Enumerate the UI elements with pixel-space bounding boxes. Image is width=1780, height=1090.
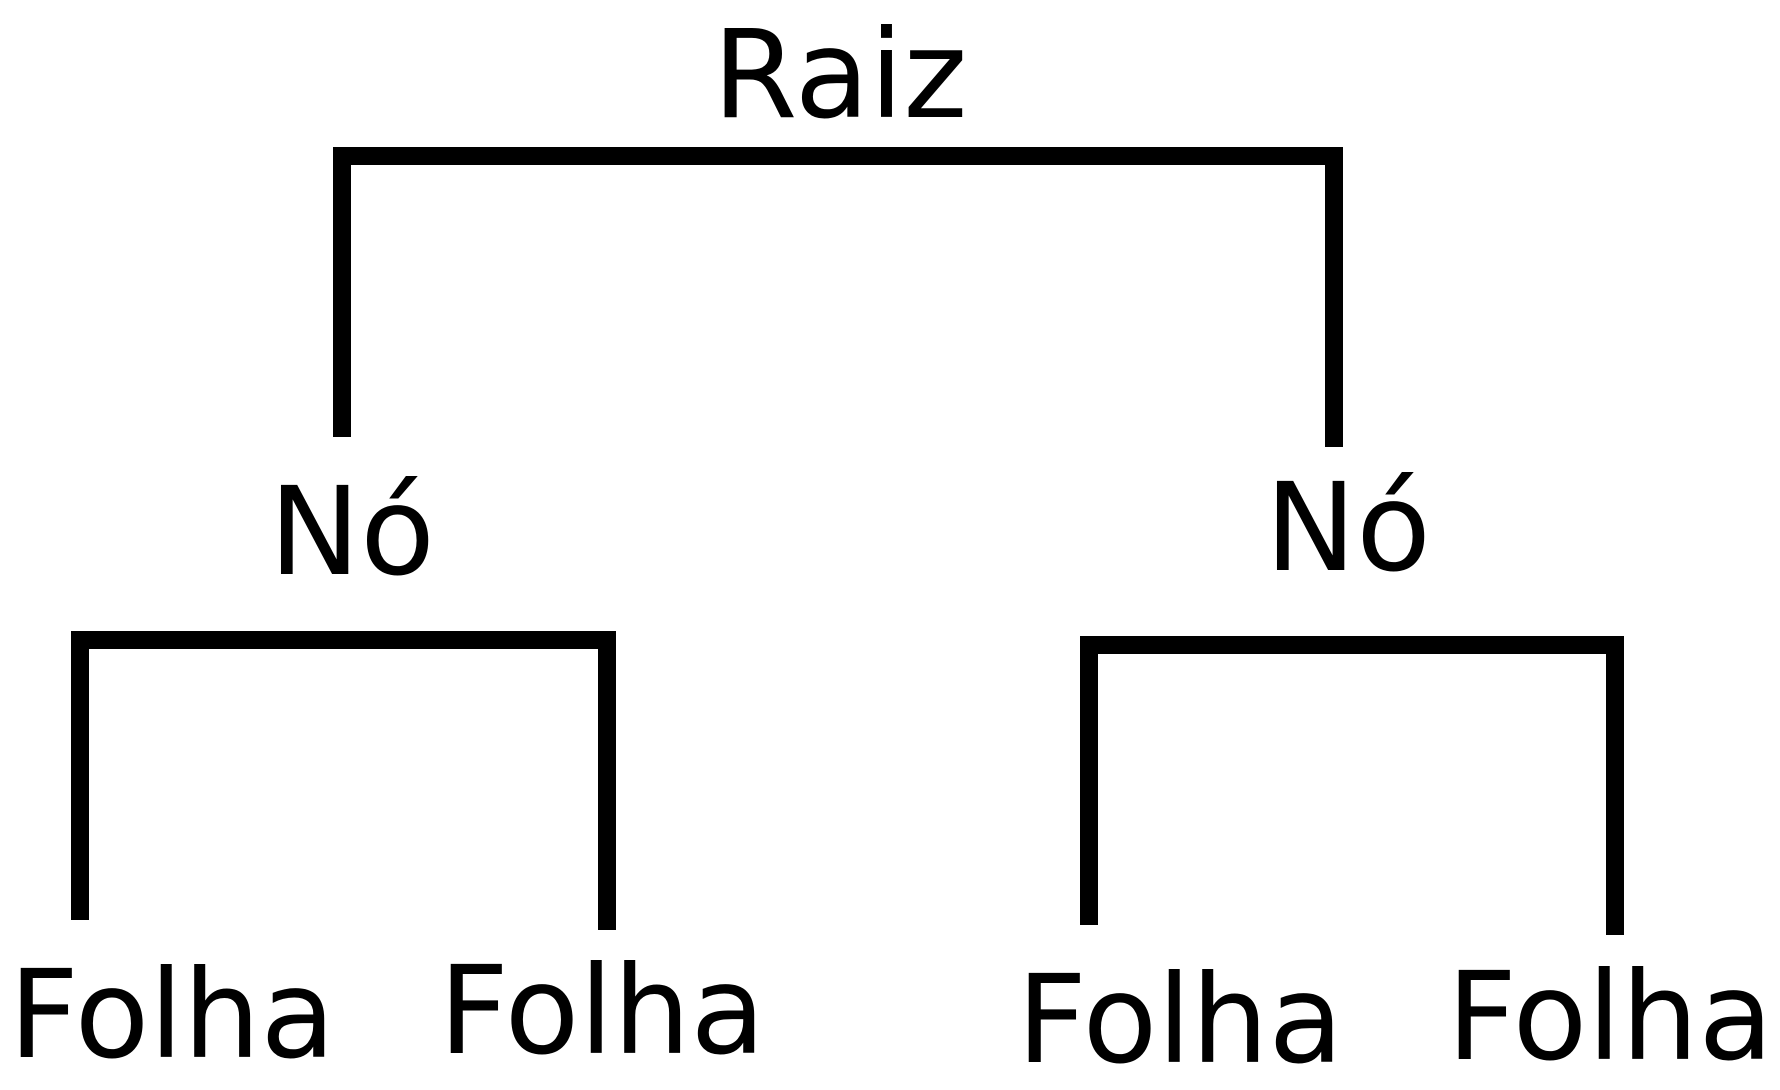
node-label-right: Nó bbox=[1265, 457, 1431, 599]
leaf-label-4: Folha bbox=[1447, 946, 1773, 1088]
root-label: Raiz bbox=[713, 4, 968, 146]
leaf-label-2: Folha bbox=[439, 940, 765, 1082]
leaf-label-1: Folha bbox=[9, 944, 335, 1086]
node-right-connector bbox=[1080, 636, 1624, 935]
node-label-left: Nó bbox=[269, 461, 435, 603]
root-connector bbox=[333, 147, 1343, 447]
leaf-label-3: Folha bbox=[1017, 949, 1343, 1090]
node-left-connector bbox=[71, 631, 616, 930]
